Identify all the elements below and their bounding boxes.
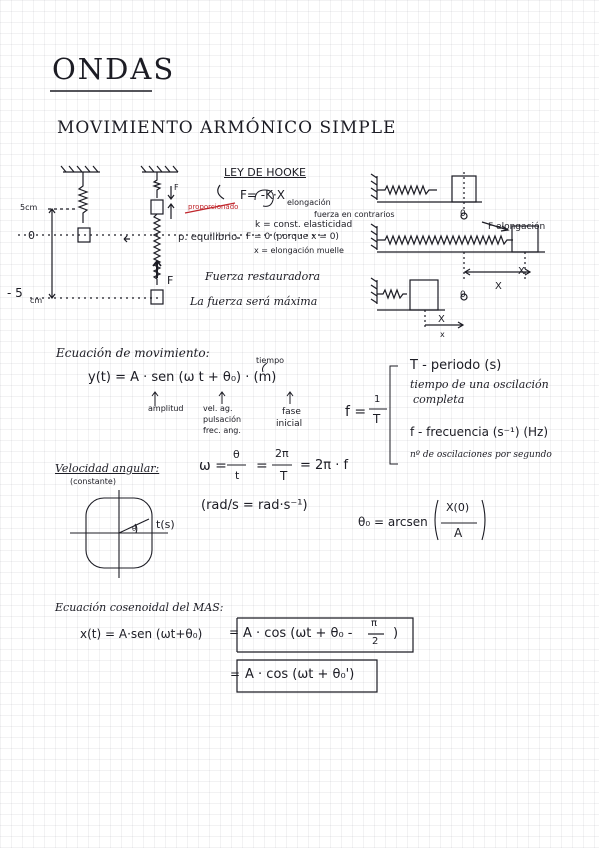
label-minus5: - 5	[7, 286, 23, 300]
label-proporcionado: proporcionado	[188, 203, 239, 211]
theta0-label: θ₀ = arcsen	[358, 515, 428, 529]
omega-label: ω =	[199, 458, 227, 474]
motion-equation: y(t) = A · sen (ω t + θ₀) · (m)	[88, 370, 277, 385]
circle-t-label: t(s)	[156, 518, 175, 531]
label-x-2: X	[495, 281, 502, 292]
theta0-numerator: X(0)	[446, 501, 470, 514]
label-fuerza-maxima: La fuerza será máxima	[190, 295, 318, 308]
page-title: ONDAS	[52, 52, 176, 86]
cosine-lhs: x(t) = A·sen (ωt+θ₀)	[80, 627, 203, 641]
omega-twopi: 2π	[275, 447, 289, 460]
cosine-box1: A · cos (ωt + θ₀ -	[243, 626, 353, 641]
omega-T: T	[280, 469, 288, 483]
f-denominator: T	[373, 412, 381, 426]
label-vel-ang-2: pulsación	[203, 415, 242, 424]
label-elongacion: elongación	[287, 198, 331, 207]
label-amplitud: amplitud	[148, 404, 184, 413]
cosine-eq2: =	[230, 667, 241, 681]
cosine-two: 2	[372, 636, 379, 647]
motion-heading: Ecuación de movimiento:	[56, 346, 210, 360]
page-subtitle: MOVIMIENTO ARMÓNICO SIMPLE	[57, 118, 397, 138]
label-k-def: k = const. elasticidad	[255, 220, 353, 230]
cosine-paren: )	[393, 626, 399, 641]
period-line-1: T - periodo (s)	[410, 358, 502, 373]
label-force-restore: F	[167, 274, 174, 287]
period-line-3: completa	[413, 393, 465, 406]
label-zero-right-b: 0	[460, 290, 466, 300]
angular-units: (rad/s = rad·s⁻¹)	[201, 498, 308, 513]
label-f-zero: F = 0 (porque x = 0)	[246, 232, 339, 242]
theta0-denominator: A	[454, 526, 463, 540]
label-p-equilibrio: p. equilibrio	[178, 232, 238, 243]
label-5cm: 5cm	[20, 203, 38, 212]
label-tiempo: tiempo	[256, 356, 285, 365]
label-vel-ang-3: frec. ang.	[203, 426, 241, 435]
cosine-box2: A · cos (ωt + θ₀')	[245, 667, 355, 682]
label-cm: cm	[30, 296, 43, 305]
label-zero-left: 0	[28, 229, 35, 242]
label-zero-right-a: 0	[460, 209, 466, 219]
freq-line-2: nº de oscilaciones por segundo	[410, 450, 552, 460]
freq-line-1: f - frecuencia (s⁻¹) (Hz)	[410, 425, 549, 439]
label-x-3: X	[438, 314, 445, 325]
label-fuerza-contraria: fuerza en contrarios	[314, 210, 395, 219]
label-fase-1: fase	[282, 407, 301, 417]
omega-theta: θ	[233, 448, 240, 461]
label-vel-ang-1: vel. ag.	[203, 404, 233, 413]
angular-heading: Velocidad angular:	[55, 462, 160, 475]
label-x-4: x	[440, 330, 445, 339]
label-force-up: F	[174, 183, 179, 192]
cosine-heading: Ecuación cosenoidal del MAS:	[55, 601, 224, 614]
hooke-formula: F= -K·X	[240, 188, 286, 202]
circle-theta-label: θ	[132, 525, 137, 533]
omega-t: t	[235, 469, 240, 482]
period-line-2: tiempo de una oscilación	[410, 378, 549, 391]
label-fase-2: inicial	[276, 419, 303, 429]
label-x-def: x = elongación muelle	[254, 246, 344, 255]
cosine-eq1: =	[229, 625, 240, 639]
omega-eq2: =	[256, 458, 268, 474]
angular-note: (constante)	[70, 477, 116, 486]
label-fuerza-restauradora: Fuerza restauradora	[205, 270, 321, 283]
label-f-elongacion: F elongación	[488, 222, 546, 232]
cosine-pi: π	[371, 618, 378, 629]
label-x-1: X	[518, 266, 525, 277]
f-numerator: 1	[374, 394, 381, 405]
f-equals: f =	[345, 404, 367, 420]
hooke-heading: LEY DE HOOKE	[224, 166, 306, 179]
omega-eq3: = 2π · f	[300, 458, 349, 473]
